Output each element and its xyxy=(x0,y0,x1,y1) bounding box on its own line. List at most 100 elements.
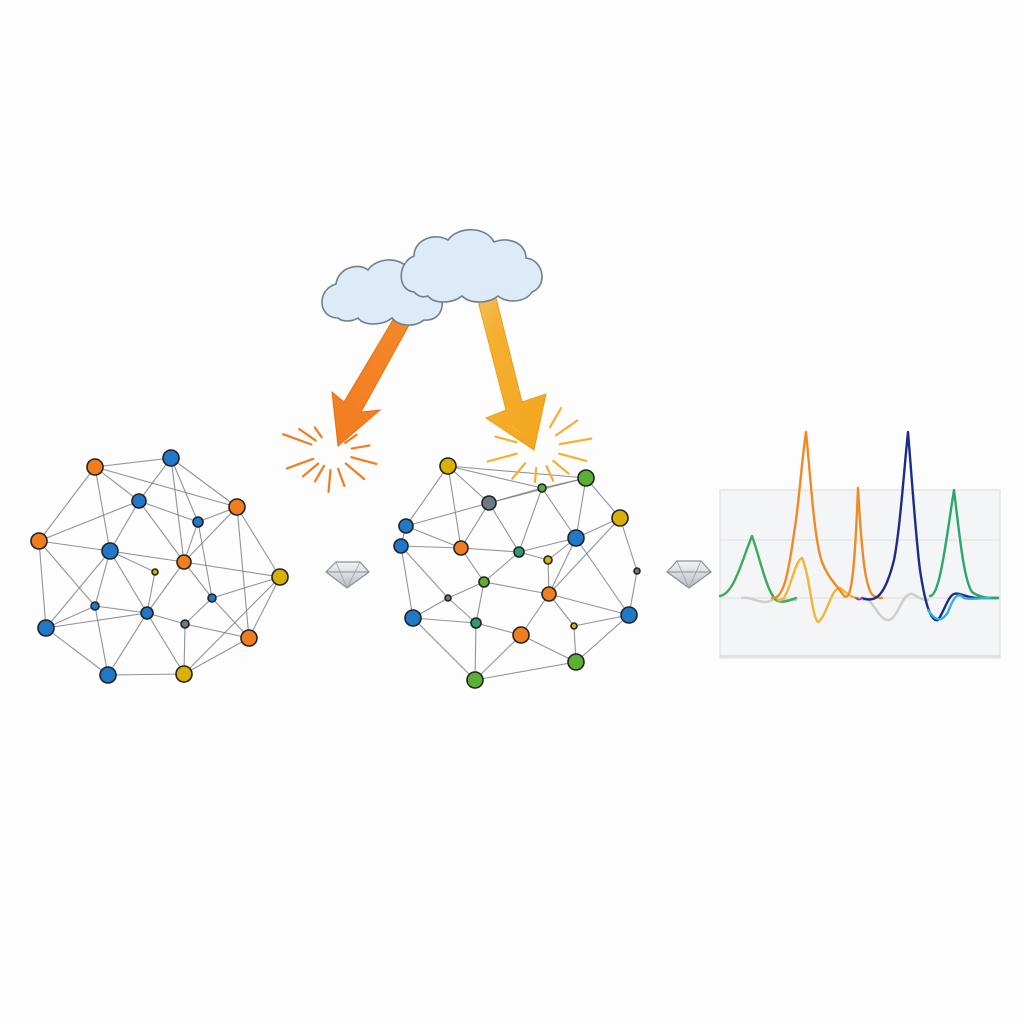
network-edge xyxy=(573,614,630,627)
network-edge xyxy=(183,506,238,563)
network-after-nodes xyxy=(393,457,641,689)
network-edge xyxy=(170,457,185,563)
network-edge xyxy=(405,502,490,527)
network-before xyxy=(30,449,289,684)
spark-burst-icon xyxy=(282,426,378,493)
network-edge xyxy=(400,545,462,549)
spark-ray xyxy=(350,444,371,450)
network-edge xyxy=(460,547,520,553)
network-edge xyxy=(412,617,476,681)
network-edge xyxy=(138,457,172,502)
network-edge xyxy=(138,500,185,563)
network-node xyxy=(37,619,55,637)
network-edge xyxy=(541,487,577,539)
spectrum-trace-navy xyxy=(860,430,1000,622)
network-edge xyxy=(38,540,47,629)
spark-ray xyxy=(558,437,593,446)
network-edge xyxy=(518,537,577,553)
network-edge xyxy=(248,576,281,639)
network-edge xyxy=(520,634,577,663)
network-after xyxy=(393,457,641,689)
network-edge xyxy=(447,465,543,489)
network-edge xyxy=(475,581,485,624)
network-node xyxy=(140,606,154,620)
network-edge xyxy=(38,466,96,542)
spark-ray xyxy=(558,452,588,463)
network-node xyxy=(175,665,193,683)
network-node xyxy=(620,606,638,624)
network-edge xyxy=(109,550,148,614)
network-node xyxy=(543,555,553,565)
network-node xyxy=(192,516,204,528)
network-edge xyxy=(483,551,520,583)
network-edge xyxy=(236,506,250,639)
spark-ray xyxy=(313,426,323,439)
network-node xyxy=(101,542,119,560)
network-node xyxy=(240,629,258,647)
network-edge xyxy=(474,634,522,681)
network-edge xyxy=(575,614,630,663)
spark-ray xyxy=(285,457,315,470)
network-edge xyxy=(211,576,281,599)
network-node xyxy=(541,586,557,602)
network-edge xyxy=(183,576,281,675)
network-node xyxy=(633,567,641,575)
network-node xyxy=(512,626,530,644)
network-node xyxy=(444,594,452,602)
spark-ray xyxy=(337,467,346,487)
spark-ray xyxy=(344,433,358,444)
spark-ray xyxy=(301,462,320,478)
network-edge xyxy=(548,517,621,595)
spark-ray xyxy=(350,456,378,466)
network-node xyxy=(481,495,497,511)
network-edge xyxy=(405,465,449,527)
network-edge xyxy=(94,466,111,552)
network-edge xyxy=(45,550,111,629)
network-edge xyxy=(412,617,477,624)
network-edge xyxy=(447,581,485,599)
spectrum-panel xyxy=(718,430,1001,659)
network-edge xyxy=(45,612,148,629)
network-node xyxy=(570,622,578,630)
network-edge xyxy=(447,465,462,549)
network-edge xyxy=(107,673,185,676)
network-edge xyxy=(45,627,109,676)
network-node xyxy=(466,671,484,689)
spark-ray xyxy=(552,459,570,475)
network-edge xyxy=(38,540,96,607)
network-node xyxy=(567,653,585,671)
spark-ray xyxy=(554,419,579,437)
network-before-edges xyxy=(38,457,281,676)
spark-ray xyxy=(298,427,317,442)
network-edge xyxy=(94,466,140,502)
network-edge xyxy=(488,477,587,504)
network-edge xyxy=(146,561,185,614)
network-edge xyxy=(518,487,543,553)
spectrum-trace-purple xyxy=(855,597,863,601)
network-edge xyxy=(400,545,449,599)
network-edge xyxy=(488,502,520,553)
network-edge xyxy=(38,540,111,552)
network-edge xyxy=(548,593,630,616)
spark-ray xyxy=(510,425,524,437)
network-node xyxy=(176,554,192,570)
network-edge xyxy=(94,605,148,614)
spark-ray xyxy=(494,435,518,444)
spark-ray xyxy=(533,466,538,483)
network-node xyxy=(393,538,409,554)
network-edge xyxy=(197,521,213,599)
network-after-edges xyxy=(400,465,638,681)
spark-ray xyxy=(344,462,366,481)
network-edge xyxy=(447,465,490,504)
network-before-nodes xyxy=(30,449,289,684)
network-node xyxy=(513,546,525,558)
network-edge xyxy=(45,605,96,629)
network-node xyxy=(207,593,217,603)
network-edge xyxy=(474,622,477,681)
network-node xyxy=(453,540,469,556)
spark-ray xyxy=(313,464,326,483)
network-node xyxy=(86,458,104,476)
network-edge xyxy=(94,605,109,676)
network-edge xyxy=(236,506,281,578)
